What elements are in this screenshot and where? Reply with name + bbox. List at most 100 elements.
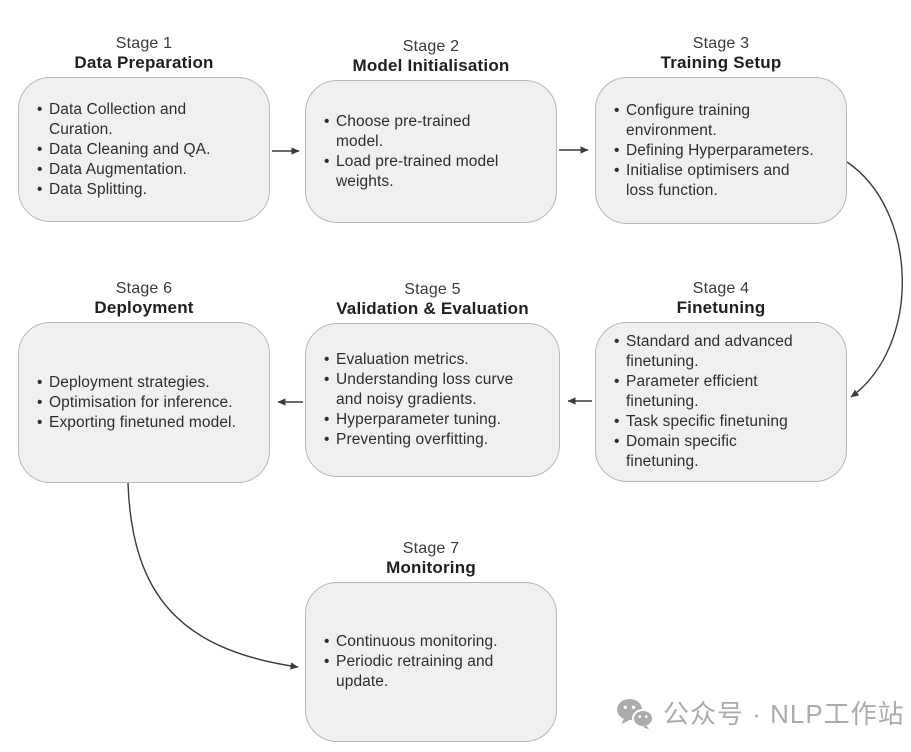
bullet-marker: • [614,141,620,159]
bullet-marker: • [37,373,43,391]
list-item: • Standard and advanced finetuning. [613,332,838,372]
stage-2-bullet-list: • Choose pre-trained model. • Load pre-tra… [306,112,556,192]
list-item: • Data Augmentation. [36,160,261,180]
bullet-marker: • [324,152,330,170]
bullet-text: Parameter efficient finetuning. [626,373,758,410]
bullet-marker: • [37,140,43,158]
bullet-text: Periodic retraining and update. [336,653,494,690]
watermark-text: 公众号 · NLP工作站 [663,699,905,729]
list-item: • Evaluation metrics. [323,350,551,370]
stage-number: Stage 1 [115,35,173,52]
stage-2-section: Stage 2 Model Initialisation • Choose pre… [305,37,557,223]
bullet-text: Optimisation for inference. [49,393,233,411]
stage-number: Stage 4 [692,280,750,297]
stage-title: Deployment [94,298,194,317]
stage-3-bullet-list: • Configure training environment. •Defini… [596,101,846,201]
stage-number: Stage 3 [692,35,750,52]
stage-6-card: • Deployment strategies. • Optimisation fo… [18,322,270,483]
list-item: •Defining Hyperparameters. [613,141,838,161]
bullet-marker: • [37,393,43,411]
list-item: • Exporting finetuned model. [36,413,261,433]
stage-4-section: Stage 4 Finetuning • Standard and advance… [595,279,847,482]
bullet-text: Evaluation metrics. [336,351,469,368]
stage-title: Model Initialisation [352,56,510,75]
bullet-text: Load pre-trained model weights. [336,152,499,190]
bullet-text: Exporting finetuned model. [49,413,236,431]
watermark: 公众号 · NLP工作站 [616,696,905,732]
stage-5-section: Stage 5 Validation & Evaluation • Evaluat… [305,280,560,477]
bullet-text: Data Collection and Curation. [49,100,187,138]
stage-number: Stage 6 [115,280,173,297]
bullet-marker: • [324,411,330,428]
list-item: •Preventing overfitting. [323,430,551,450]
wechat-icon [617,699,654,730]
bullet-marker: • [614,101,620,119]
list-item: • Data Cleaning and QA. [36,140,261,160]
bullet-text: Standard and advanced finetuning. [626,333,793,370]
bullet-text: Domain specific finetuning. [626,433,737,470]
list-item: • Initialise optimisers and loss function… [613,161,838,201]
stage-5-card: • Evaluation metrics. • Understanding loss… [305,323,560,477]
bullet-marker: • [37,413,43,431]
bullet-text: Choose pre-trained model. [336,112,471,150]
stage-3-card: • Configure training environment. •Defini… [595,77,847,224]
list-item: • Understanding loss curve and noisy grad… [323,370,551,410]
stage-1-card: •Data Collection and Curation. •Data Cle… [18,77,270,222]
list-item: • Data Splitting. [36,180,261,200]
bullet-marker: • [324,371,330,388]
bullet-text: Continuous monitoring. [336,633,498,650]
bullet-marker: • [37,160,43,178]
bullet-marker: • [614,433,620,450]
stage-number: Stage 5 [404,281,461,298]
list-item: •Data Collection and Curation. [36,100,261,140]
bullet-text: Data Splitting. [49,180,147,198]
stage-1-section: Stage 1 Data Preparation •Data Collectio… [18,34,270,222]
list-item: • Load pre-trained model weights. [323,152,548,192]
stage-7-bullet-list: • Continuous monitoring. • Periodic retrai… [306,632,556,692]
bullet-text: Preventing overfitting. [336,431,489,448]
bullet-marker: • [614,333,620,350]
list-item: • Continuous monitoring. [323,632,548,652]
stage-1-bullet-list: •Data Collection and Curation. •Data Cle… [19,100,269,200]
bullet-marker: • [37,180,43,198]
bullet-marker: • [324,653,330,670]
bullet-text: Hyperparameter tuning. [336,411,502,428]
stage-title: Training Setup [660,53,782,72]
list-item: • Periodic retraining and update. [323,652,548,692]
bullet-text: Understanding loss curve and noisy gradi… [336,371,514,408]
list-item: • Deployment strategies. [36,373,261,393]
stage-title: Validation & Evaluation [336,299,529,318]
list-item: •Task specific finetuning [613,412,838,432]
stage-5-bullet-list: • Evaluation metrics. • Understanding loss… [306,350,559,450]
bullet-text: Initialise optimisers and loss function. [626,161,790,199]
stage-title: Monitoring [386,558,476,577]
list-item: • Choose pre-trained model. [323,112,548,152]
stage-number: Stage 2 [402,38,460,55]
stage-title: Finetuning [676,298,766,317]
stage-2-card: • Choose pre-trained model. • Load pre-tra… [305,80,557,223]
bullet-text: Data Augmentation. [49,160,187,178]
arrow-stage3-stage4 [846,161,903,398]
bullet-marker: • [324,351,330,368]
list-item: • Parameter efficient finetuning. [613,372,838,412]
bullet-marker: • [324,633,330,650]
bullet-marker: • [324,112,330,130]
stage-title: Data Preparation [74,53,214,72]
stage-4-bullet-list: • Standard and advanced finetuning. • Para… [596,332,846,472]
bullet-text: Data Cleaning and QA. [49,140,211,158]
stage-number: Stage 7 [402,540,460,557]
bullet-text: Task specific finetuning [626,413,788,430]
bullet-text: Deployment strategies. [49,373,210,391]
list-item: • Domain specific finetuning. [613,432,838,472]
arrow-stage6-stage7 [127,482,299,670]
stage-6-bullet-list: • Deployment strategies. • Optimisation fo… [19,373,269,433]
stage-7-card: • Continuous monitoring. • Periodic retrai… [305,582,557,742]
stage-6-section: Stage 6 Deployment • Deployment strategie… [18,279,270,483]
bullet-marker: • [614,373,620,390]
bullet-marker: • [614,161,620,179]
bullet-text: Configure training environment. [626,101,751,139]
stage-3-section: Stage 3 Training Setup • Configure traini… [595,34,847,224]
list-item: • Configure training environment. [613,101,838,141]
stage-4-card: • Standard and advanced finetuning. • Para… [595,322,847,482]
